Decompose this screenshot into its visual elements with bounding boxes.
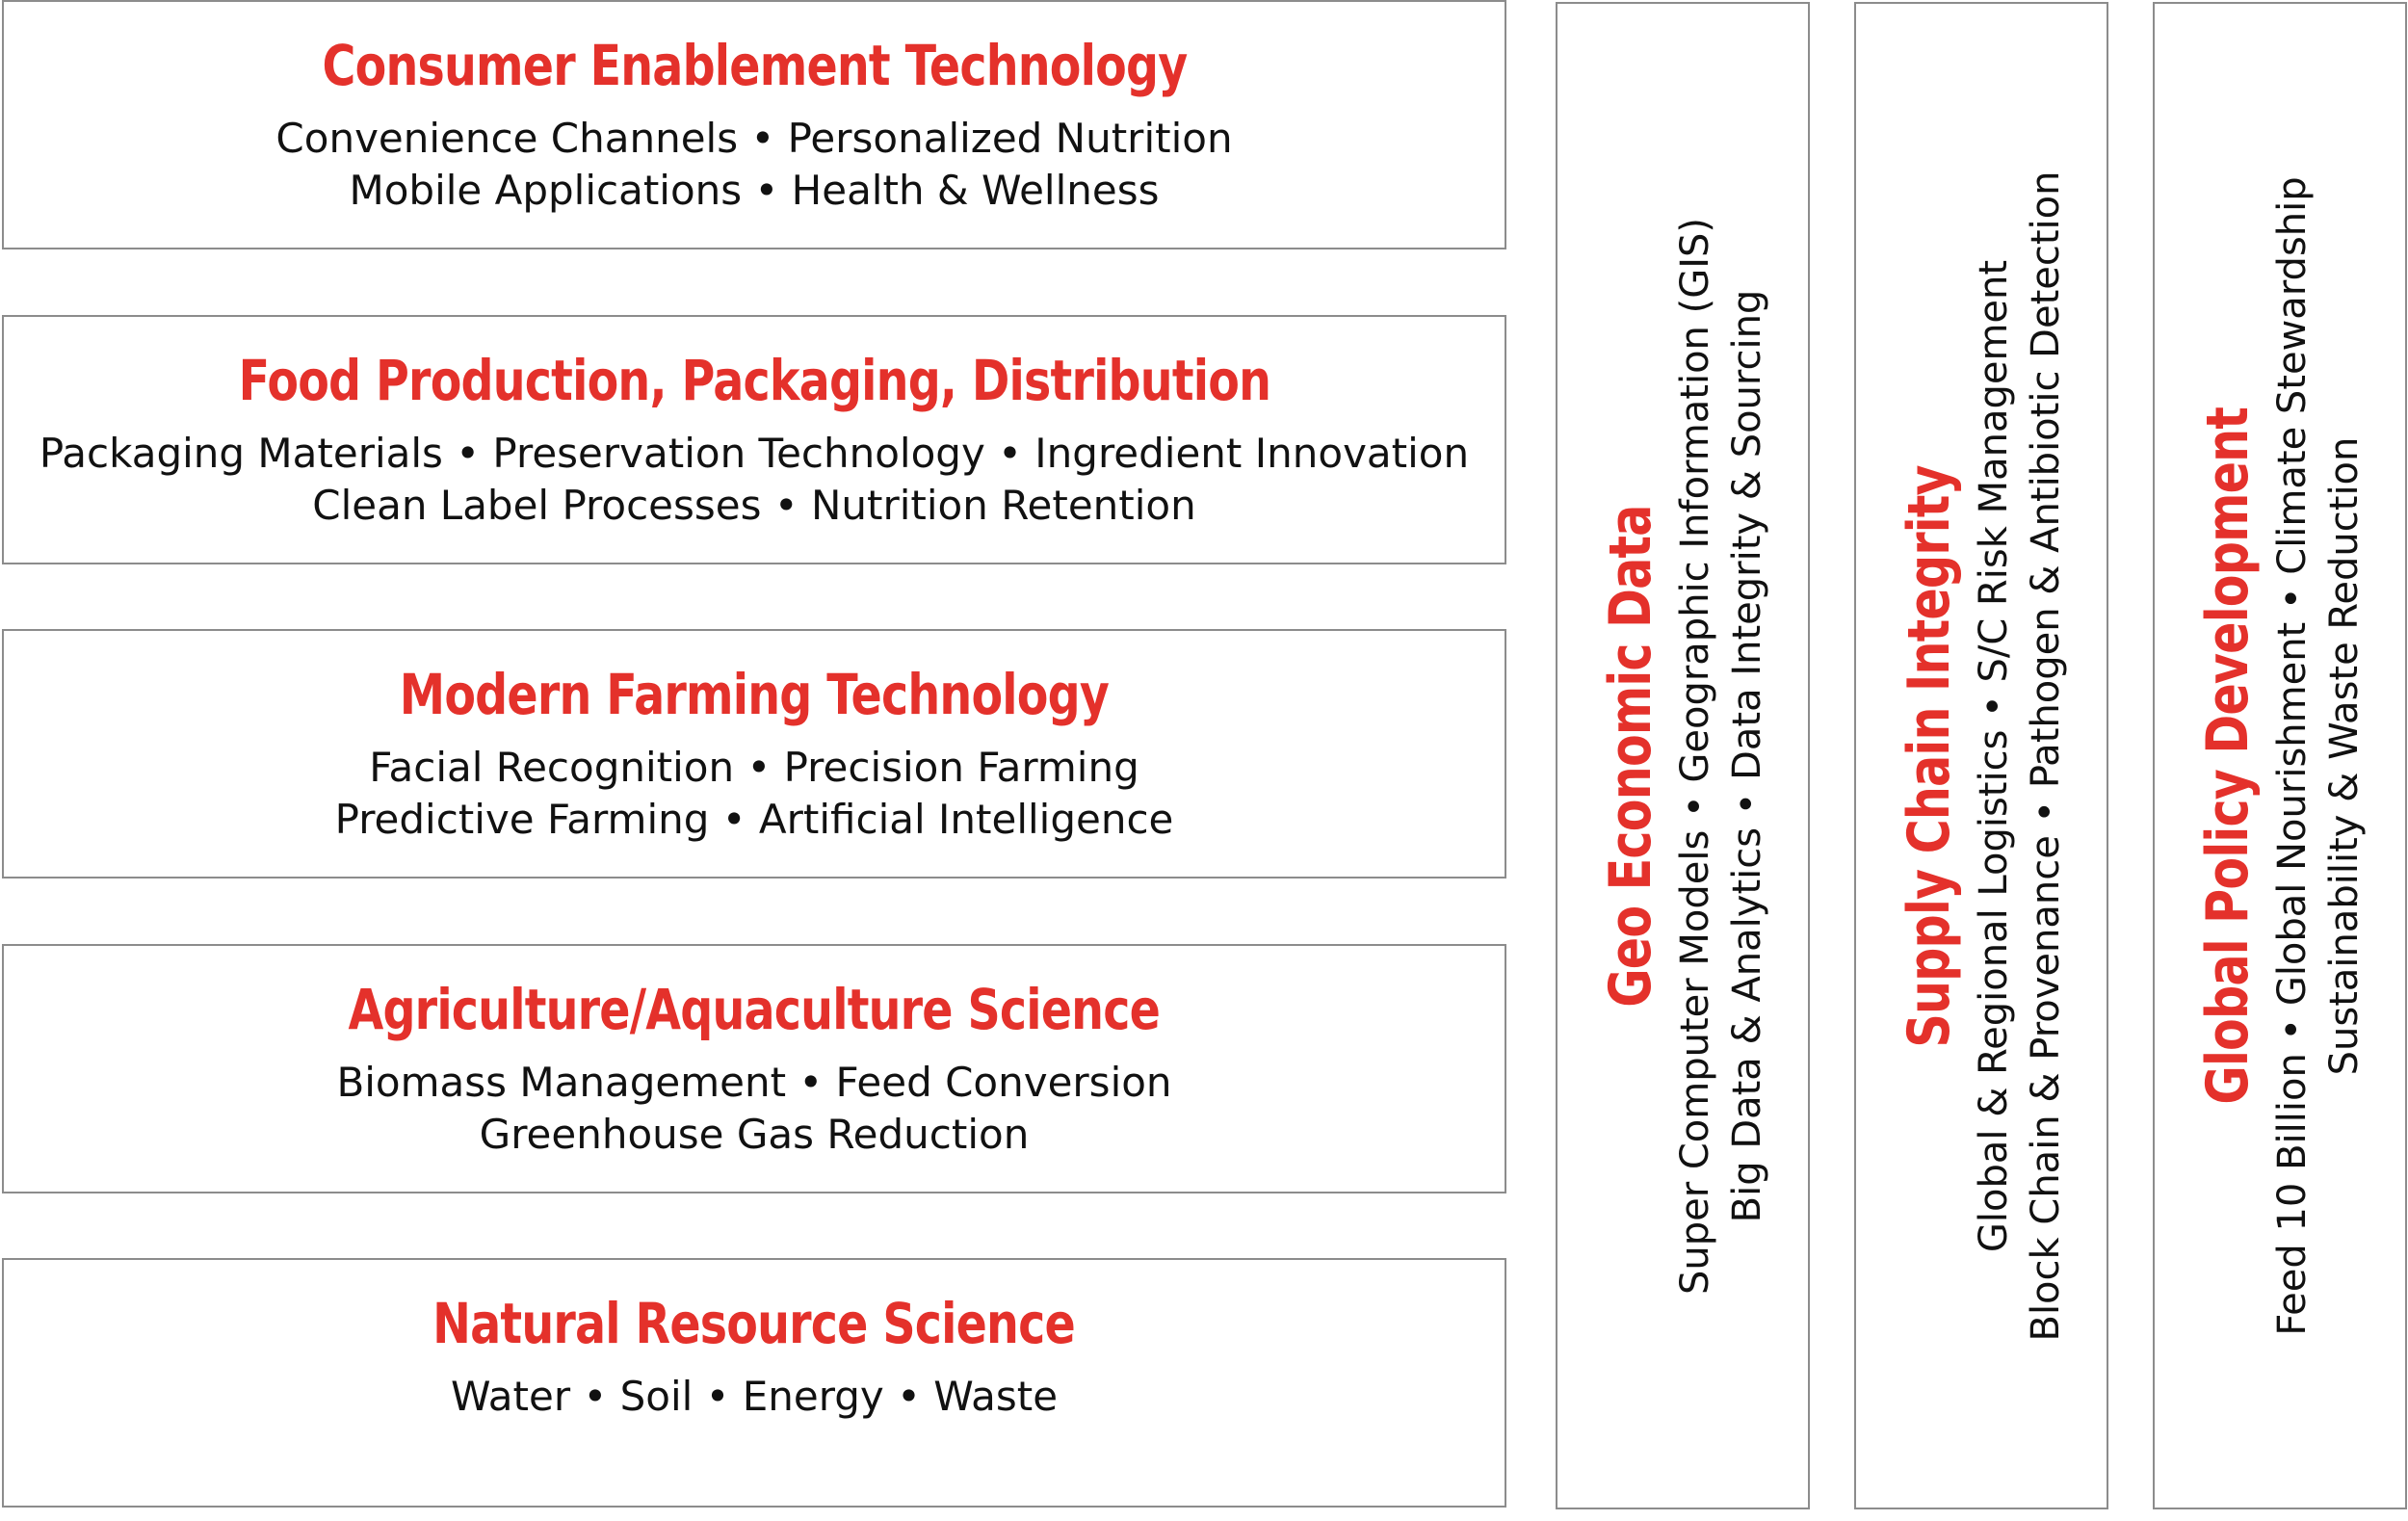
layer-items: Biomass Management • Feed Conversion Gre… xyxy=(336,1057,1171,1161)
pillar-content: Global Policy Development Feed 10 Billio… xyxy=(2159,34,2400,1479)
pillar-item-line: Feed 10 Billion • Global Nourishment • C… xyxy=(2270,175,2315,1336)
pillar-item-line: Big Data & Analytics • Data Integrity & … xyxy=(1725,289,1769,1222)
pillar-title: Global Policy Development xyxy=(2194,406,2262,1105)
pillar-supply-chain-integrity: Supply Chain Integrity Global & Regional… xyxy=(1854,2,2108,1509)
pillar-item-line: Block Chain & Provenance • Pathogen & An… xyxy=(2024,170,2068,1341)
pillar-item-line: Global & Regional Logistics • S/C Risk M… xyxy=(1972,259,2016,1252)
layer-consumer-enablement-technology: Consumer Enablement Technology Convenien… xyxy=(2,0,1506,249)
layer-title: Natural Resource Science xyxy=(432,1291,1077,1356)
layer-agriculture-aquaculture-science: Agriculture/Aquaculture Science Biomass … xyxy=(2,944,1506,1193)
pillar-content: Supply Chain Integrity Global & Regional… xyxy=(1861,34,2102,1479)
pillar-title: Supply Chain Integrity xyxy=(1896,464,1963,1047)
layer-item-line: Biomass Management • Feed Conversion xyxy=(336,1059,1172,1106)
pillar-global-policy-development: Global Policy Development Feed 10 Billio… xyxy=(2153,2,2407,1509)
pillar-geo-economic-data: Geo Economic Data Super Computer Models … xyxy=(1556,2,1810,1509)
layer-items: Convenience Channels • Personalized Nutr… xyxy=(275,113,1232,217)
layer-food-production-packaging-distribution: Food Production, Packaging, Distribution… xyxy=(2,315,1506,564)
layer-item-line: Packaging Materials • Preservation Techn… xyxy=(39,430,1470,477)
pillar-title: Geo Economic Data xyxy=(1597,504,1664,1008)
layer-item-line: Clean Label Processes • Nutrition Retent… xyxy=(312,482,1196,529)
layer-items: Packaging Materials • Preservation Techn… xyxy=(39,428,1469,532)
layer-title: Modern Farming Technology xyxy=(399,662,1110,727)
layer-title: Consumer Enablement Technology xyxy=(322,33,1188,98)
pillar-item-line: Super Computer Models • Geographic Infor… xyxy=(1673,217,1717,1295)
layer-natural-resource-science: Natural Resource Science Water • Soil • … xyxy=(2,1258,1506,1508)
layer-item-line: Water • Soil • Energy • Waste xyxy=(450,1373,1059,1420)
layer-items: Water • Soil • Energy • Waste xyxy=(451,1371,1058,1423)
layer-title: Food Production, Packaging, Distribution xyxy=(238,348,1270,413)
layer-item-line: Mobile Applications • Health & Wellness xyxy=(349,167,1160,214)
layer-items: Facial Recognition • Precision Farming P… xyxy=(335,742,1174,846)
pillar-item-line: Sustainability & Waste Reduction xyxy=(2322,436,2367,1075)
layer-item-line: Predictive Farming • Artificial Intellig… xyxy=(334,796,1174,843)
layer-item-line: Convenience Channels • Personalized Nutr… xyxy=(275,115,1233,162)
layer-item-line: Facial Recognition • Precision Farming xyxy=(369,744,1139,791)
layer-item-line: Greenhouse Gas Reduction xyxy=(479,1111,1030,1158)
pillar-content: Geo Economic Data Super Computer Models … xyxy=(1562,34,1803,1479)
layer-title: Agriculture/Aquaculture Science xyxy=(348,977,1161,1042)
layer-modern-farming-technology: Modern Farming Technology Facial Recogni… xyxy=(2,629,1506,879)
